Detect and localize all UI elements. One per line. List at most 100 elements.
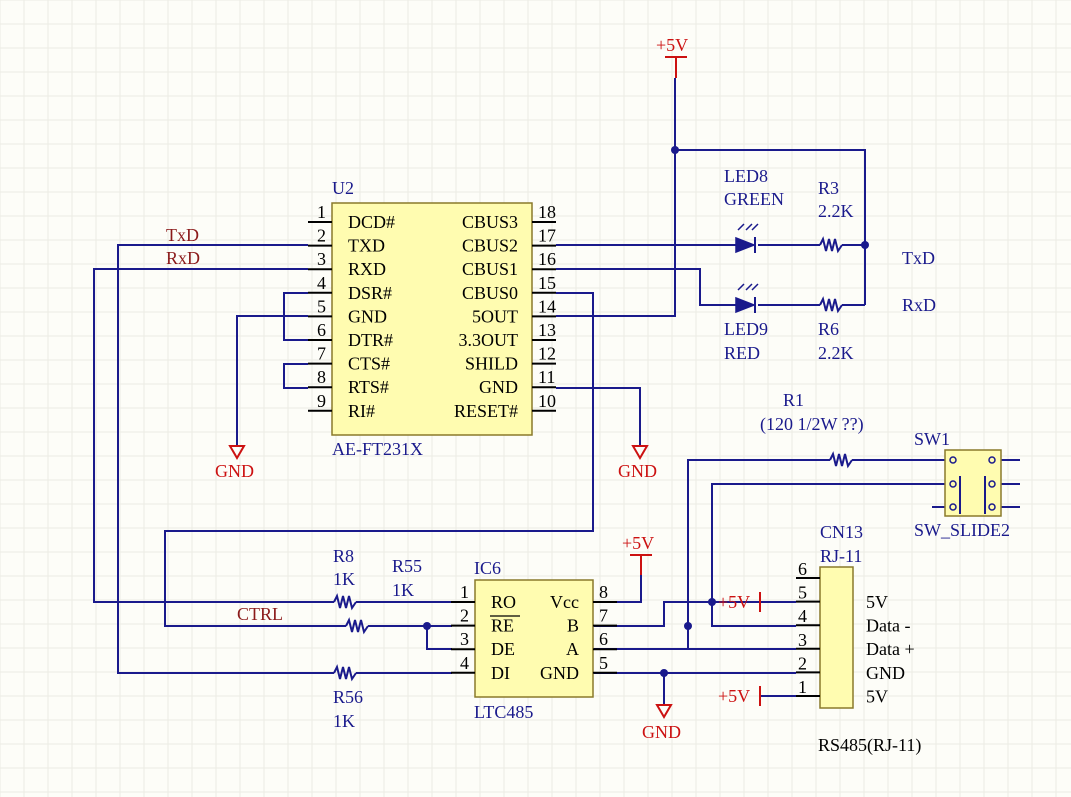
pin-name: RESET# — [454, 401, 518, 421]
junctions — [423, 146, 869, 677]
pin-number: 2 — [317, 226, 326, 246]
cn13-ref: CN13 — [820, 522, 863, 542]
led8-component: LED8 GREEN — [724, 166, 784, 254]
pin-number: 9 — [317, 391, 326, 411]
r1-icon — [829, 451, 853, 469]
pin-number: 11 — [538, 367, 555, 387]
wires — [93, 78, 1020, 705]
gnd-label-ltc485: GND — [642, 722, 681, 742]
junction-dot — [861, 241, 869, 249]
pin-number: 14 — [538, 296, 556, 316]
r3-value: 2.2K — [818, 201, 854, 221]
pin-number: 8 — [317, 367, 326, 387]
pin-name: RXD — [348, 259, 386, 279]
sw-contact — [988, 456, 996, 464]
pin-number: 6 — [317, 320, 326, 340]
u2-body — [331, 202, 533, 436]
gnd-icon — [631, 445, 649, 460]
pin-number: 16 — [538, 249, 556, 269]
u2-ref: U2 — [332, 178, 354, 198]
r55-ref: R55 — [392, 556, 422, 576]
wire-b — [594, 601, 796, 627]
r6-icon — [819, 296, 843, 314]
pin-number: 4 — [460, 653, 469, 673]
pin-name: DTR# — [348, 330, 393, 350]
pin-number: 15 — [538, 273, 556, 293]
pin-number: 7 — [317, 344, 326, 364]
pin-name: CBUS2 — [462, 236, 518, 256]
pin-name: 5OUT — [472, 306, 518, 326]
cn13-signal-label: GND — [866, 663, 905, 683]
r6-value: 2.2K — [818, 343, 854, 363]
pin-name: GND — [479, 377, 518, 397]
vcc-label-cn13-4: +5V — [718, 592, 750, 612]
junction-dot — [423, 622, 431, 630]
resistors: R3 2.2K R6 2.2K R1 (120 1/2W ??) R8 1K R… — [333, 178, 864, 731]
pin-name: CBUS1 — [462, 259, 518, 279]
pin-number: 4 — [798, 606, 807, 626]
cn13-signal-label: 5V — [866, 686, 888, 706]
pin-number: 2 — [798, 653, 807, 673]
u2-right-pins: 18CBUS317CBUS216CBUS115CBUS0145OUT133.3O… — [454, 202, 556, 421]
vcc-label-ic6: +5V — [622, 533, 654, 553]
r55-value: 1K — [392, 580, 414, 600]
pin-number: 6 — [798, 559, 807, 579]
sw-contact — [949, 456, 957, 464]
pin-number: 12 — [538, 344, 556, 364]
vcc-label-top: +5V — [656, 35, 688, 55]
sw1-body — [944, 449, 1002, 517]
pin-name: 3.3OUT — [459, 330, 519, 350]
power-symbols: +5V +5V +5V +5V GND GND GND — [215, 35, 761, 742]
pin-number: 5 — [798, 583, 807, 603]
pin-name: SHILD — [465, 354, 518, 374]
pin-number: 1 — [317, 202, 326, 222]
gnd-icon — [228, 445, 246, 460]
wire-u2-gnd-left — [236, 315, 308, 446]
r56-icon — [333, 664, 357, 682]
net-labels: TxD RxD CTRL TxD RxD — [166, 225, 936, 624]
r56-ref: R56 — [333, 687, 363, 707]
r55-icon — [345, 617, 369, 635]
wire-5v-rail — [674, 78, 866, 305]
led8-icon — [735, 236, 757, 254]
pin-number: 4 — [317, 273, 326, 293]
led9-light-icon — [737, 283, 759, 291]
gnd-icon — [655, 704, 673, 719]
r56-value: 1K — [333, 711, 355, 731]
pin-name: DI — [491, 663, 510, 683]
led9-component: LED9 RED — [724, 283, 768, 363]
r1-ref: R1 — [783, 390, 804, 410]
led9-icon — [735, 296, 757, 314]
pin-number: 7 — [599, 606, 608, 626]
pin-number: 5 — [599, 653, 608, 673]
pin-number: 8 — [599, 582, 608, 602]
r8-icon — [333, 593, 357, 611]
cn13-part: RJ-11 — [820, 546, 862, 566]
pin-name: DSR# — [348, 283, 392, 303]
vcc-label-cn13-1: +5V — [718, 686, 750, 706]
pin-name: RTS# — [348, 377, 389, 397]
led9-color: RED — [724, 343, 760, 363]
sw-contact — [949, 480, 957, 488]
wire-re-de — [426, 626, 452, 650]
pin-number: 5 — [317, 296, 326, 316]
pin-name: B — [567, 616, 579, 636]
ic6-body — [474, 579, 594, 698]
pin-name: RI# — [348, 401, 375, 421]
ic6-ref: IC6 — [474, 558, 501, 578]
pin-name: A — [566, 639, 579, 659]
led9-ref: LED9 — [724, 319, 768, 339]
wire-txd — [117, 244, 334, 674]
pin-name: DCD# — [348, 212, 395, 232]
pin-number: 3 — [798, 630, 807, 650]
pin-number: 10 — [538, 391, 556, 411]
wire-rxd — [93, 268, 334, 603]
gnd-label-u2-left: GND — [215, 461, 254, 481]
pin-number: 3 — [317, 249, 326, 269]
